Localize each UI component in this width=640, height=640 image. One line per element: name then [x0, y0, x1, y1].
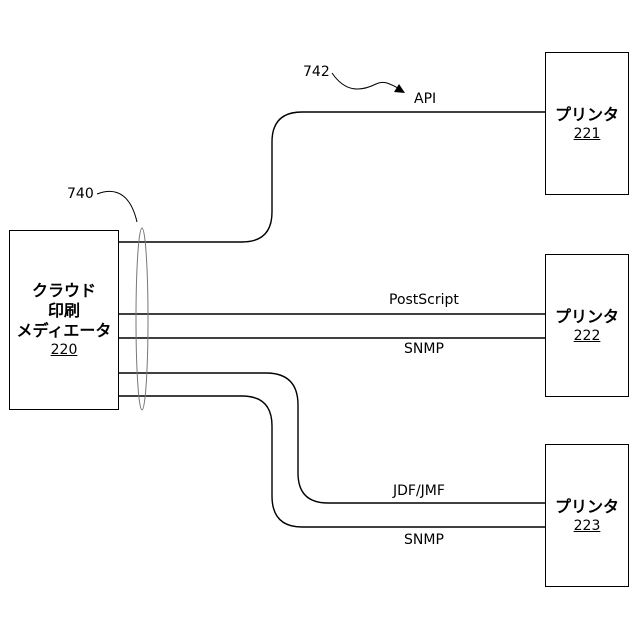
api-ref-arrowhead	[394, 84, 405, 93]
printer-box-223: プリンタ 223	[545, 444, 629, 587]
bundle-ref-number: 740	[67, 186, 94, 202]
printer-box-222: プリンタ 222	[545, 254, 629, 397]
postscript-label: PostScript	[389, 292, 459, 308]
printer-box-221: プリンタ 221	[545, 52, 629, 195]
jdf-jmf-label: JDF/JMF	[393, 483, 445, 499]
mediator-name-line-3: メディエータ	[17, 321, 112, 341]
printer-number: 221	[574, 125, 601, 143]
api-ref-leader-line	[332, 73, 398, 89]
printer-name: プリンタ	[555, 307, 619, 327]
snmp-label-222: SNMP	[404, 341, 444, 357]
jdf-jmf-connection-line	[119, 373, 546, 503]
printer-name: プリンタ	[555, 105, 619, 125]
snmp-connection-line-223	[119, 396, 546, 527]
bundle-ellipse	[136, 228, 148, 410]
mediator-number: 220	[51, 341, 78, 359]
mediator-name-line-1: クラウド	[32, 281, 96, 301]
snmp-label-223: SNMP	[404, 532, 444, 548]
printer-number: 223	[574, 517, 601, 535]
printer-number: 222	[574, 327, 601, 345]
printer-name: プリンタ	[555, 497, 619, 517]
bundle-leader-line	[97, 191, 137, 222]
mediator-name-line-2: 印刷	[48, 301, 80, 321]
api-label: API	[414, 91, 436, 107]
api-ref-number: 742	[303, 64, 330, 80]
api-connection-line	[119, 112, 546, 242]
cloud-print-mediator-box: クラウド 印刷 メディエータ 220	[9, 230, 119, 410]
